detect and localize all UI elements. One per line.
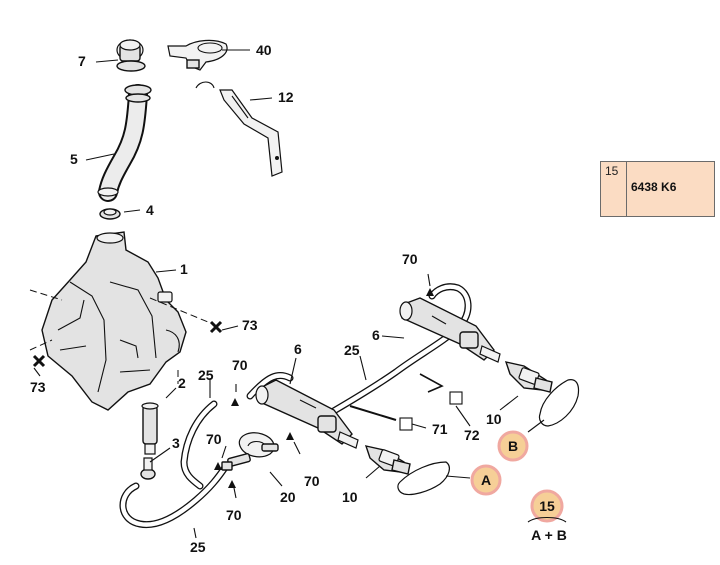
leader-lines [33, 49, 545, 539]
pump-grommet-part [140, 457, 156, 480]
callout-70-c: 70 [304, 473, 320, 489]
badge-15-label: 15 [539, 498, 555, 514]
callout-73-right: 73 [242, 317, 258, 333]
hose-25-middle [180, 400, 218, 490]
badge-b: B [497, 430, 529, 462]
mounting-bracket-part [195, 81, 283, 177]
badge-a-label: A [481, 472, 491, 488]
callout-5: 5 [70, 151, 78, 167]
seal-ring-part [99, 208, 121, 220]
callout-4: 4 [146, 202, 154, 218]
callout-3: 3 [172, 435, 180, 451]
reservoir-part [41, 231, 187, 411]
headlamp-jet-lower-part [255, 379, 359, 449]
filler-neck-part [97, 84, 152, 202]
reference-box-left-column [601, 162, 627, 216]
screw-marker-73a [209, 320, 223, 334]
badge-a: A [470, 464, 502, 496]
callout-40: 40 [256, 42, 272, 58]
clamp-bracket-part [167, 39, 228, 71]
callout-25-lower: 25 [190, 539, 206, 555]
callout-12: 12 [278, 89, 294, 105]
callout-2: 2 [178, 375, 186, 391]
callout-70-d: 70 [226, 507, 242, 523]
filler-cap-part [116, 39, 146, 72]
reference-box: 15 6438 K6 [600, 161, 715, 217]
clip-marker-70 [214, 288, 434, 488]
callout-20: 20 [280, 489, 296, 505]
callout-70-a: 70 [232, 357, 248, 373]
badge-b-label: B [508, 438, 518, 454]
square-marker-72 [449, 391, 463, 405]
callout-72: 72 [464, 427, 480, 443]
nozzle-lower-part [364, 445, 411, 475]
screw-marker-73b [32, 354, 46, 368]
callout-1: 1 [180, 261, 188, 277]
t-connector-part [221, 432, 279, 471]
callout-7: 7 [78, 53, 86, 69]
cover-upper-part [538, 379, 580, 427]
callout-6-lower: 6 [294, 341, 302, 357]
badge-ab-label: A + B [531, 527, 567, 543]
badge-15: 15 A + B [527, 489, 567, 543]
callout-70-e: 70 [402, 251, 418, 267]
hose-25-lower [119, 462, 230, 529]
headlamp-jet-upper-part [399, 297, 501, 363]
callout-6-upper: 6 [372, 327, 380, 343]
washer-pump-part [141, 402, 159, 455]
callout-73-left: 73 [30, 379, 46, 395]
nozzle-upper-part [504, 361, 553, 393]
callout-25-upper: 25 [344, 342, 360, 358]
square-marker-71 [399, 417, 413, 431]
callout-71: 71 [432, 421, 448, 437]
hose-6a-link [246, 371, 294, 400]
callout-70-b: 70 [206, 431, 222, 447]
callout-25-middle: 25 [198, 367, 214, 383]
reference-code: 6438 K6 [631, 180, 677, 194]
reference-number: 15 [605, 164, 619, 178]
callout-10-lower: 10 [342, 489, 358, 505]
cover-lower-part [397, 461, 450, 496]
callout-10-upper: 10 [486, 411, 502, 427]
